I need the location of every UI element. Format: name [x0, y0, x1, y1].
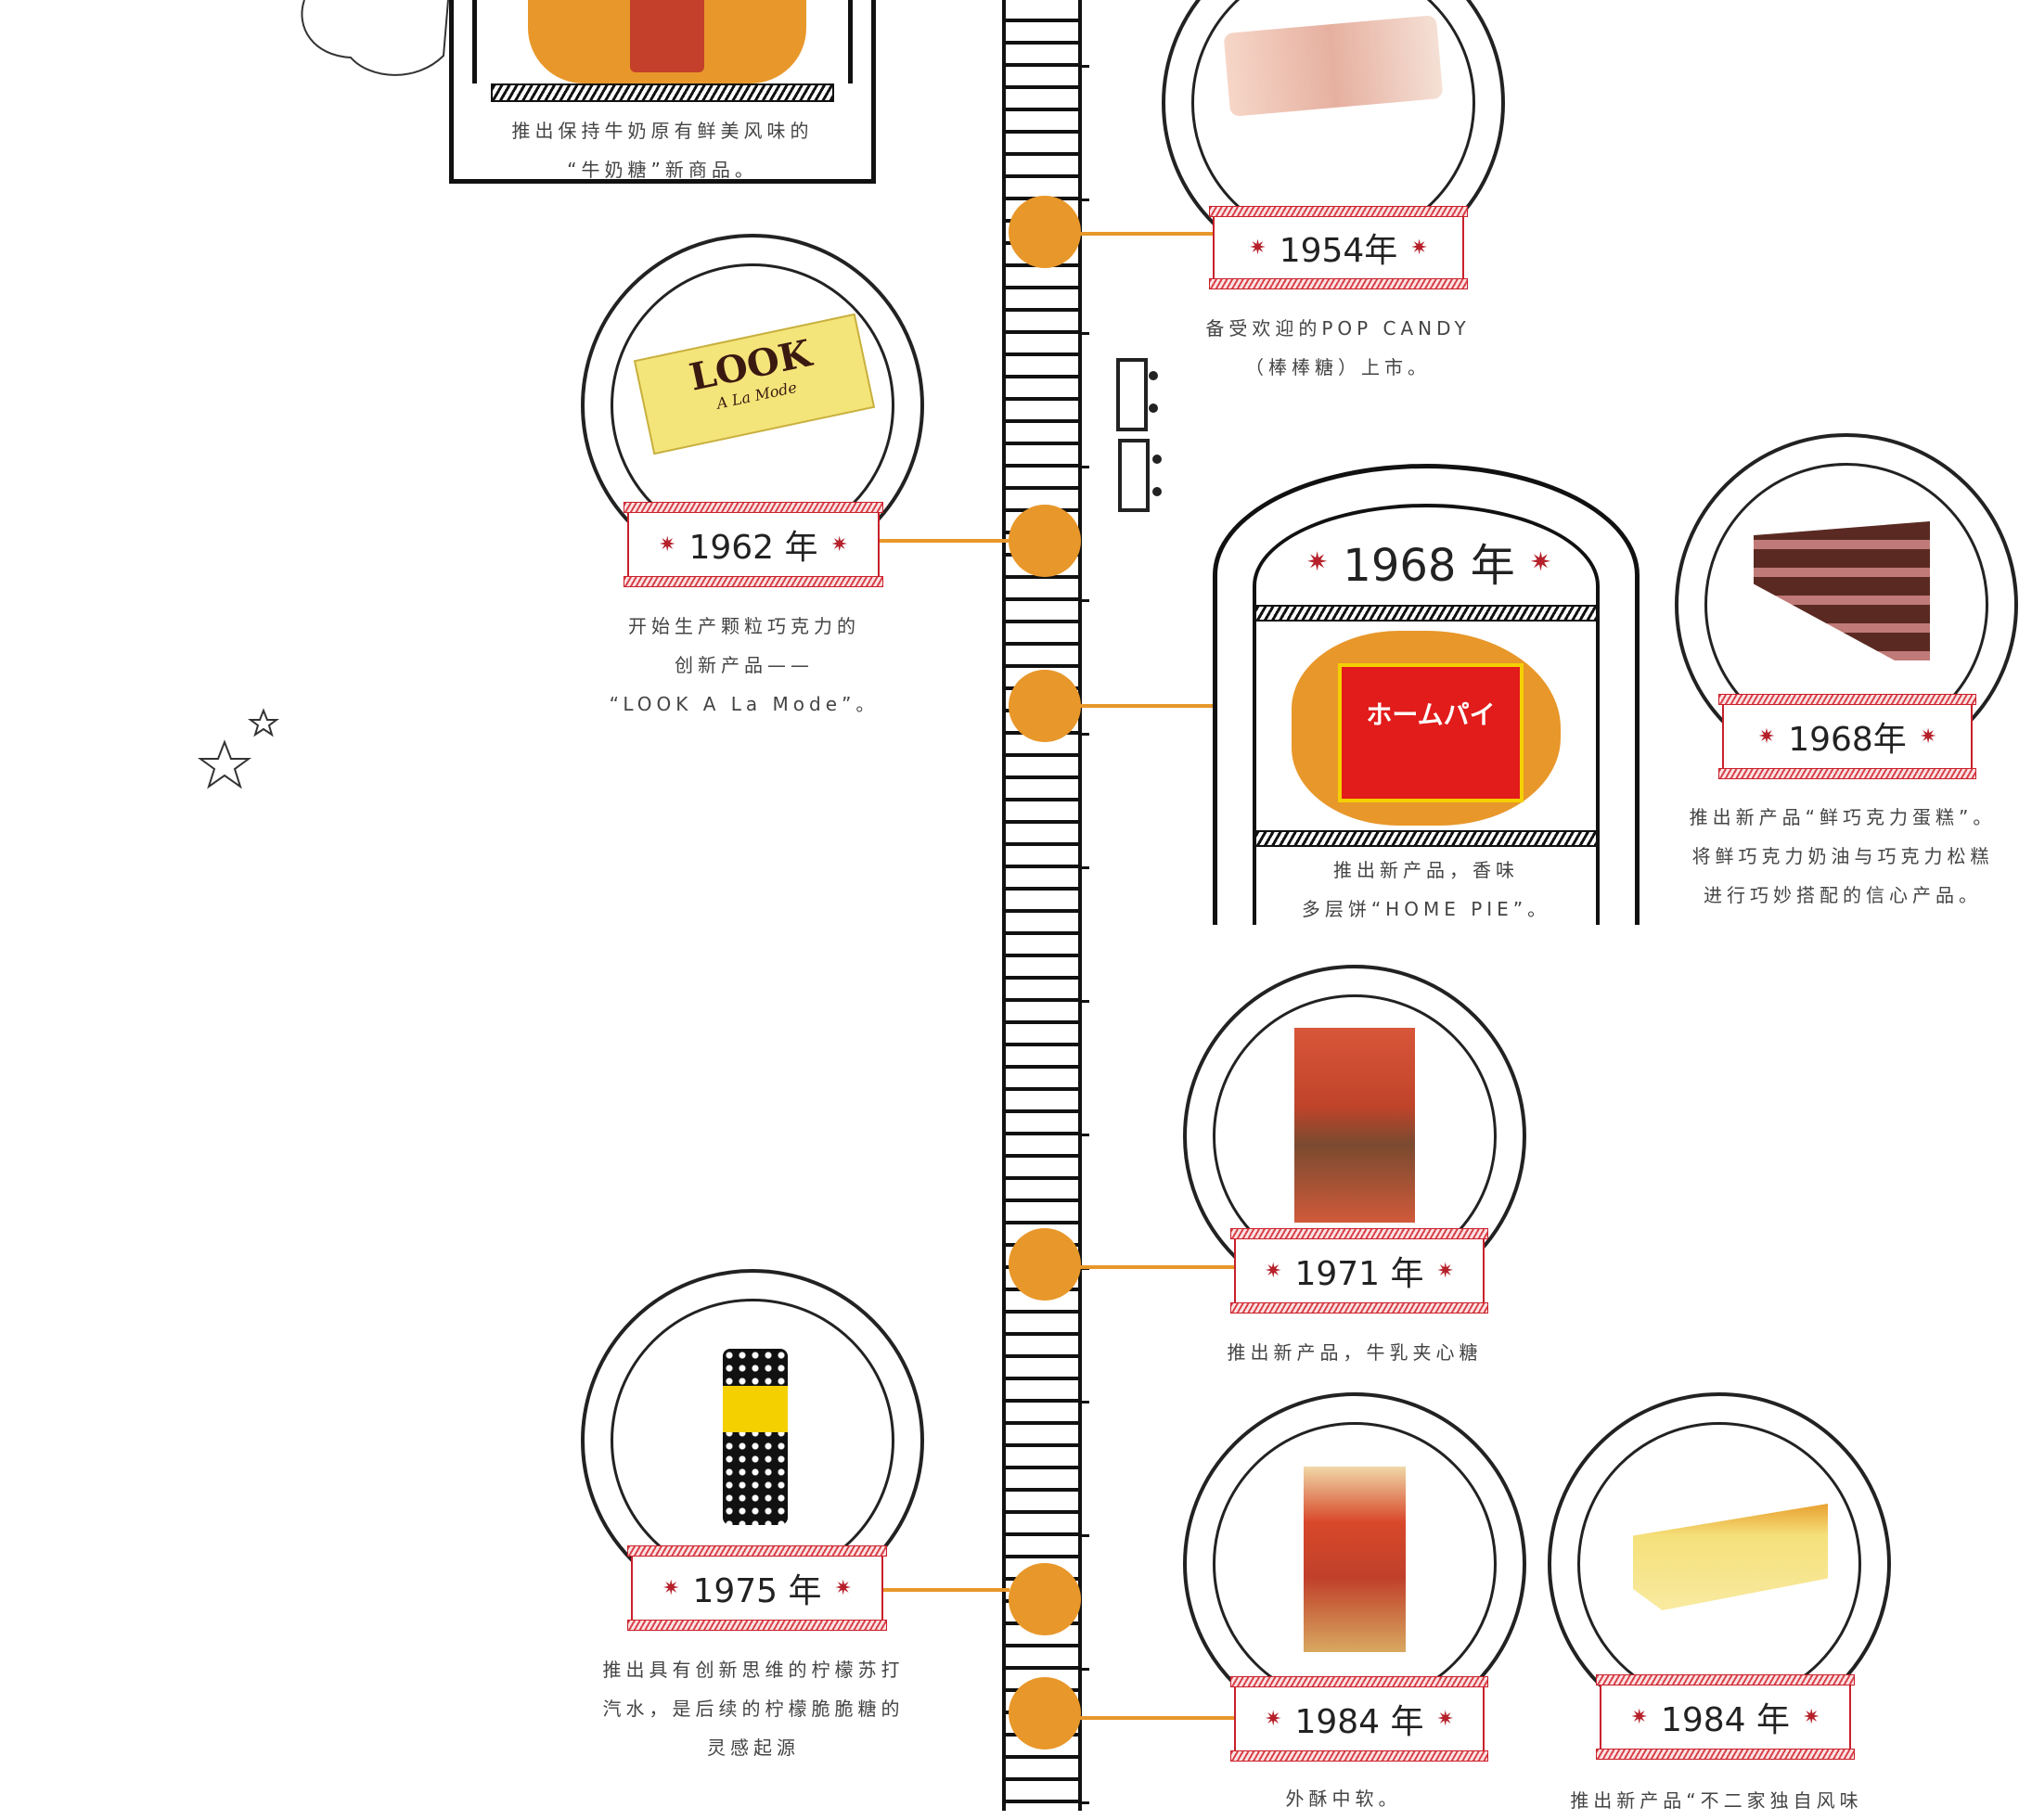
ladder-tick — [1082, 199, 1089, 201]
star-icon: ✷ — [1803, 1705, 1820, 1729]
description-1984-b: 推出新产品“不二家独自风味 — [1570, 1781, 1862, 1820]
star-icon: ✷ — [1757, 724, 1776, 749]
connector-1954 — [1076, 232, 1215, 236]
description-1954: 备受欢迎的POP CANDY （棒棒糖）上市。 — [1205, 309, 1470, 387]
milk-candy-card — [449, 0, 876, 184]
stars-icon — [197, 708, 279, 789]
connector-1975 — [883, 1588, 1010, 1592]
desc-line: 进行巧妙搭配的信心产品。 — [1703, 884, 1982, 906]
ladder-tick — [1082, 866, 1089, 869]
description-1968-cake: 推出新产品“鲜巧克力蛋糕”。 将鲜巧克力奶油与巧克力松糕 进行巧妙搭配的信心产品… — [1690, 798, 1997, 915]
star-icon: ✷ — [1410, 236, 1428, 260]
desc-line: 多层饼“HOME PIE”。 — [1301, 898, 1551, 920]
year-text: 1975 年 — [692, 1572, 822, 1610]
year-text: 1984 年 — [1660, 1701, 1791, 1739]
star-icon: ✷ — [830, 532, 848, 557]
timeline-dot-1971 — [1009, 1228, 1081, 1301]
star-icon: ✷ — [1919, 724, 1937, 749]
desc-line: 创新产品—— — [675, 654, 814, 676]
star-icon: ✷ — [1436, 1259, 1454, 1283]
star-icon: ✷ — [1265, 1707, 1282, 1731]
star-icon: ✷ — [662, 1576, 680, 1600]
desc-line: 推出新产品，香味 — [1332, 859, 1519, 881]
year-label-1954: ✷ 1954年 ✷ — [1209, 206, 1468, 289]
soft-candy-image — [1294, 1028, 1415, 1223]
description-1962: 开始生产颗粒巧克力的 创新产品—— “LOOK A La Mode”。 — [610, 607, 880, 724]
desc-line: 推出新产品“不二家独自风味 — [1570, 1789, 1863, 1812]
timeline-dot-1968 — [1009, 670, 1081, 742]
year-text: 1971 年 — [1294, 1255, 1424, 1293]
desc-line: 推出新产品，牛乳夹心糖 — [1227, 1341, 1483, 1364]
milk-candy-image — [528, 0, 806, 83]
ladder-tick — [1082, 1668, 1089, 1671]
description-1984-a: 外酥中软。 — [1286, 1779, 1402, 1818]
timeline-dot-1962 — [1009, 505, 1081, 577]
star-icon: ✷ — [1436, 1707, 1454, 1731]
star-icon: ✷ — [1529, 545, 1552, 577]
timeline-dot-1975 — [1009, 1563, 1081, 1635]
year-label-1968: ✷ 1968 年 ✷ — [1290, 529, 1568, 594]
ladder-tick — [1082, 1801, 1089, 1804]
star-icon: ✷ — [1265, 1259, 1282, 1283]
timeline-ladder — [1002, 0, 1082, 1811]
year-label-1975: ✷ 1975 年 ✷ — [627, 1545, 887, 1631]
desc-line: 外酥中软。 — [1285, 1788, 1402, 1810]
year-text: 1968年 — [1788, 721, 1907, 759]
desc-line: 推出具有创新思维的柠檬苏打 — [602, 1659, 905, 1681]
ladder-tick — [1082, 1534, 1089, 1537]
cloud-icon — [301, 0, 449, 76]
desc-line: “LOOK A La Mode”。 — [609, 693, 880, 715]
ladder-tick — [1082, 733, 1089, 736]
desc-line: “牛奶糖”新商品。 — [567, 159, 758, 181]
arch-card-1968: ホームパイ — [1213, 464, 1640, 925]
star-icon: ✷ — [1305, 545, 1329, 577]
year-text: 1954年 — [1279, 232, 1398, 270]
guitar-sketch-icon — [1116, 358, 1162, 512]
description-1971: 推出新产品，牛乳夹心糖 — [1228, 1333, 1483, 1372]
desc-line: 将鲜巧克力奶油与巧克力松糕 — [1691, 845, 1994, 867]
ladder-tick — [1082, 65, 1089, 68]
home-pie-image: ホームパイ — [1292, 631, 1561, 826]
desc-line: 开始生产颗粒巧克力的 — [628, 615, 860, 637]
year-text: 1962 年 — [688, 529, 818, 567]
ladder-tick — [1082, 466, 1089, 468]
year-text: 1968 年 — [1343, 540, 1515, 592]
year-label-1971: ✷ 1971 年 ✷ — [1230, 1228, 1488, 1314]
connector-1962 — [880, 539, 1010, 543]
desc-line: 汽水，是后续的柠檬脆脆糖的 — [602, 1698, 905, 1720]
description-1968-homepie: 推出新产品，香味 多层饼“HOME PIE”。 — [1302, 851, 1550, 929]
connector-1971 — [1076, 1265, 1236, 1269]
connector-1968 — [1076, 704, 1215, 708]
desc-line: （棒棒糖）上市。 — [1244, 356, 1431, 378]
frame-1984-cheesecake — [1548, 1392, 1891, 1736]
timeline-dot-1954 — [1009, 196, 1081, 268]
ladder-tick — [1082, 1000, 1089, 1003]
desc-line: 灵感起源 — [707, 1737, 800, 1759]
connector-1984 — [1076, 1716, 1236, 1720]
milk-candy-description: 推出保持牛奶原有鲜美风味的 “牛奶糖”新商品。 — [512, 111, 814, 189]
lemon-soda-can-image — [723, 1349, 788, 1525]
desc-line: 备受欢迎的POP CANDY — [1205, 317, 1471, 340]
ladder-tick — [1082, 1401, 1089, 1403]
ladder-tick — [1082, 332, 1089, 335]
year-text: 1984 年 — [1294, 1703, 1424, 1741]
year-label-1984-b: ✷ 1984 年 ✷ — [1596, 1674, 1855, 1760]
star-icon: ✷ — [834, 1576, 852, 1600]
year-label-1984-a: ✷ 1984 年 ✷ — [1230, 1676, 1488, 1762]
star-icon: ✷ — [659, 532, 676, 557]
year-label-1968-cake: ✷ 1968年 ✷ — [1718, 694, 1976, 779]
star-icon: ✷ — [1630, 1705, 1648, 1729]
year-label-1962: ✷ 1962 年 ✷ — [624, 502, 883, 587]
description-1975: 推出具有创新思维的柠檬苏打 汽水，是后续的柠檬脆脆糖的 灵感起源 — [603, 1650, 905, 1767]
star-icon: ✷ — [1249, 236, 1267, 260]
frame-1984-country-ma-am — [1183, 1392, 1526, 1736]
ladder-tick — [1082, 599, 1089, 602]
desc-line: 推出保持牛奶原有鲜美风味的 — [511, 120, 814, 142]
desc-line: 推出新产品“鲜巧克力蛋糕”。 — [1689, 806, 1997, 828]
country-maam-image — [1304, 1467, 1406, 1652]
timeline-dot-1984 — [1009, 1677, 1081, 1750]
ladder-tick — [1082, 1134, 1089, 1136]
home-pie-brand: ホームパイ — [1338, 663, 1524, 802]
